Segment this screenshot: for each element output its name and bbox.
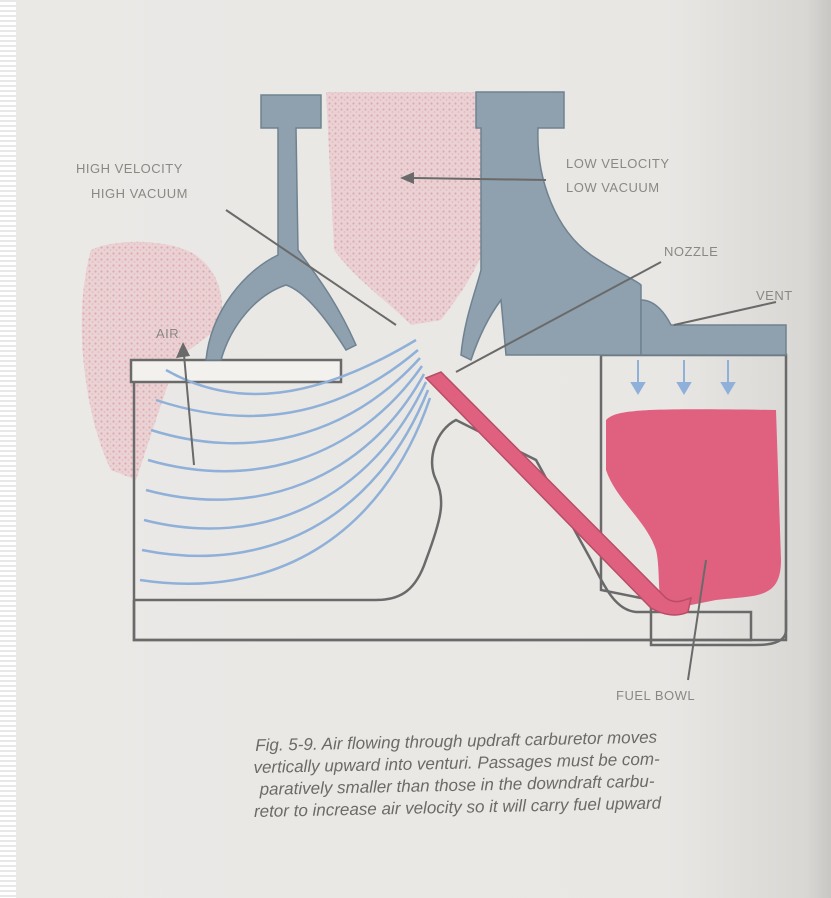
label-air: AIR	[156, 326, 179, 341]
label-high-vacuum: HIGH VACUUM	[91, 186, 188, 201]
label-high-velocity: HIGH VELOCITY	[76, 161, 183, 176]
figure-caption: Fig. 5-9. Air flowing through updraft ca…	[111, 724, 803, 826]
vent-leader	[674, 302, 776, 325]
label-fuel-bowl: FUEL BOWL	[616, 688, 695, 703]
throttle-plate	[131, 360, 341, 382]
label-low-velocity: LOW VELOCITY	[566, 156, 670, 171]
vent-cap	[641, 300, 786, 355]
label-nozzle: NOZZLE	[664, 244, 718, 259]
label-vent: VENT	[756, 288, 793, 303]
page-edge-strip	[0, 0, 16, 898]
bowl-pressure-arrows	[632, 360, 734, 393]
figure-page: HIGH VELOCITY HIGH VACUUM LOW VELOCITY L…	[16, 0, 831, 898]
air-cloud-throat	[326, 92, 486, 325]
venturi-wall-right	[461, 92, 641, 360]
label-low-vacuum: LOW VACUUM	[566, 180, 660, 195]
